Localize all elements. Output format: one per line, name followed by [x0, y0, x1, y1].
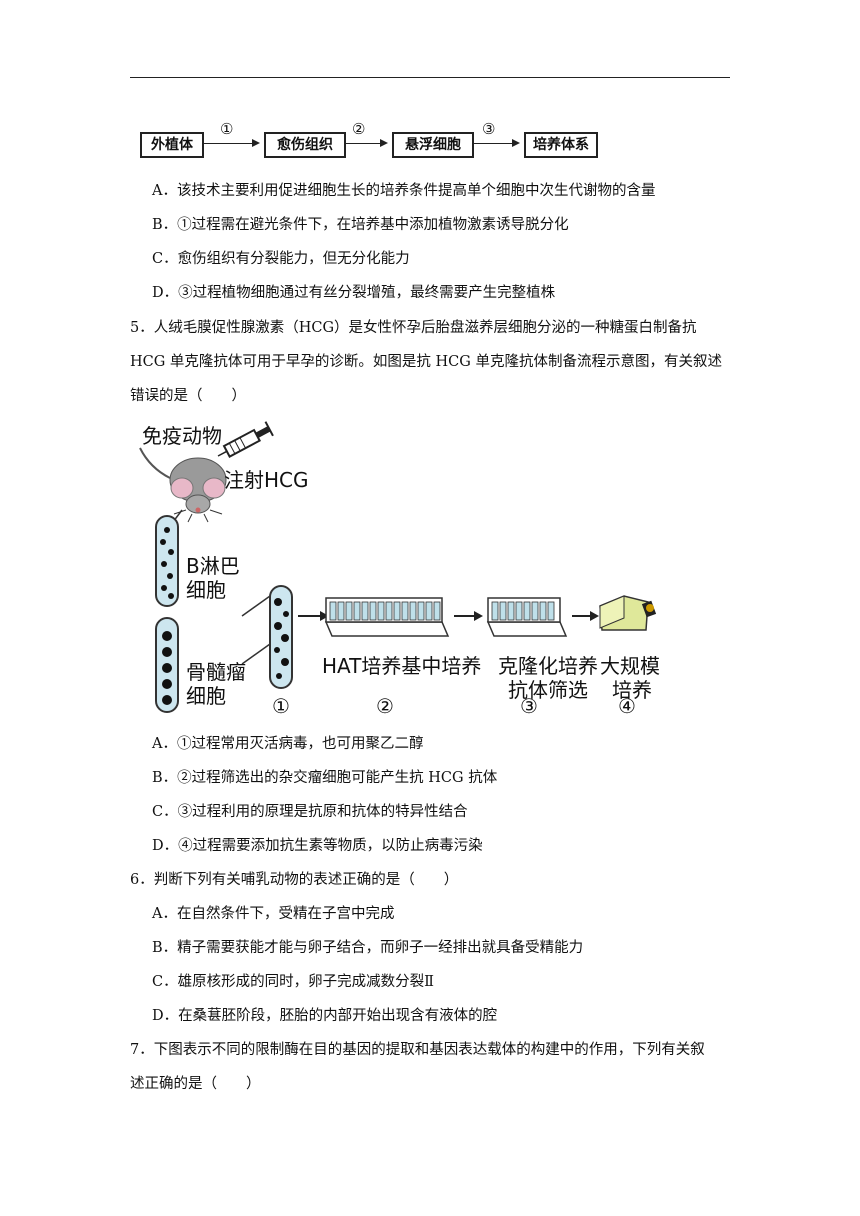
q4-option-a: A．该技术主要利用促进细胞生长的培养条件提高单个细胞中次生代谢物的含量 [152, 183, 656, 199]
q5-stem-line-2: HCG 单克隆抗体可用于早孕的诊断。如图是抗 HCG 单克隆抗体制备流程示意图，… [130, 354, 722, 370]
q6-option-b: B．精子需要获能才能与卵子结合，而卵子一经排出就具备受精能力 [152, 940, 584, 956]
label-antibody-screen: 抗体筛选 [508, 678, 588, 702]
flow-step-2: ② [352, 120, 366, 138]
label-b-cell-2: 细胞 [186, 578, 226, 602]
label-step-3: ③ [520, 694, 538, 718]
q7-stem-line-2: 述正确的是（ ） [130, 1076, 261, 1092]
q5-option-a: A．①过程常用灭活病毒，也可用聚乙二醇 [152, 736, 424, 752]
label-clone-culture: 克隆化培养 [498, 654, 598, 678]
label-b-cell-1: B淋巴 [186, 554, 240, 578]
figure-drawing [139, 421, 657, 713]
flow-step-3: ③ [482, 120, 496, 138]
myeloma-tube-icon [155, 617, 179, 713]
syringe-icon [217, 421, 274, 458]
label-immunized-animal: 免疫动物 [142, 424, 222, 448]
label-inject-hcg: 注射HCG [224, 468, 309, 492]
q4-option-b: B．①过程需在避光条件下，在培养基中添加植物激素诱导脱分化 [152, 217, 569, 233]
fusion-tube-icon [269, 585, 293, 689]
label-large-scale-1: 大规模 [600, 654, 660, 678]
flow-step-1: ① [220, 120, 234, 138]
q6-option-a: A．在自然条件下，受精在子宫中完成 [152, 906, 395, 922]
clone-plate-icon [486, 597, 568, 637]
q7-stem-line-1: 7．下图表示不同的限制酶在目的基因的提取和基因表达载体的构建中的作用，下列有关叙 [130, 1042, 705, 1058]
monoclonal-antibody-figure: 免疫动物 注射HCG B淋巴 细胞 骨髓瘤 细胞 ① HAT培养基中培养 ② 克… [130, 418, 690, 718]
label-myeloma-2: 细胞 [186, 684, 226, 708]
flow-arrow-1 [202, 139, 260, 147]
flow-arrow-3 [472, 139, 520, 147]
label-large-scale-2: 培养 [612, 678, 652, 702]
flow-box-suspension-cells: 悬浮细胞 [392, 132, 474, 158]
flow-arrow-2 [344, 139, 388, 147]
q4-option-d: D．③过程植物细胞通过有丝分裂增殖，最终需要产生完整植株 [152, 285, 556, 301]
q5-stem-line-3: 错误的是（ ） [130, 388, 246, 404]
mouse-icon [139, 447, 227, 523]
q5-stem-line-1: 5．人绒毛膜促性腺激素（HCG）是女性怀孕后胎盘滋养层细胞分泌的一种糖蛋白制备抗 [130, 320, 697, 336]
q6-option-d: D．在桑葚胚阶段，胚胎的内部开始出现含有液体的腔 [152, 1008, 498, 1024]
culture-flask-icon [599, 595, 657, 631]
q6-option-c: C．雄原核形成的同时，卵子完成减数分裂Ⅱ [152, 974, 434, 990]
header-rule [130, 77, 730, 78]
q5-option-d: D．④过程需要添加抗生素等物质，以防止病毒污染 [152, 838, 483, 854]
hat-plate-icon [324, 597, 450, 637]
label-step-1: ① [272, 694, 290, 718]
culture-flow-diagram: 外植体 ① 愈伤组织 ② 悬浮细胞 ③ 培养体系 [140, 120, 600, 160]
label-step-2: ② [376, 694, 394, 718]
flow-box-callus: 愈伤组织 [264, 132, 346, 158]
label-myeloma-1: 骨髓瘤 [186, 660, 246, 684]
label-hat-culture: HAT培养基中培养 [322, 654, 482, 678]
flow-box-culture-system: 培养体系 [524, 132, 598, 158]
q6-stem: 6．判断下列有关哺乳动物的表述正确的是（ ） [130, 872, 459, 888]
q5-option-c: C．③过程利用的原理是抗原和抗体的特异性结合 [152, 804, 468, 820]
b-cell-tube-icon [155, 515, 179, 607]
q5-option-b: B．②过程筛选出的杂交瘤细胞可能产生抗 HCG 抗体 [152, 770, 498, 786]
label-step-4: ④ [618, 694, 636, 718]
flow-box-explant: 外植体 [140, 132, 204, 158]
q4-option-c: C．愈伤组织有分裂能力，但无分化能力 [152, 251, 410, 267]
